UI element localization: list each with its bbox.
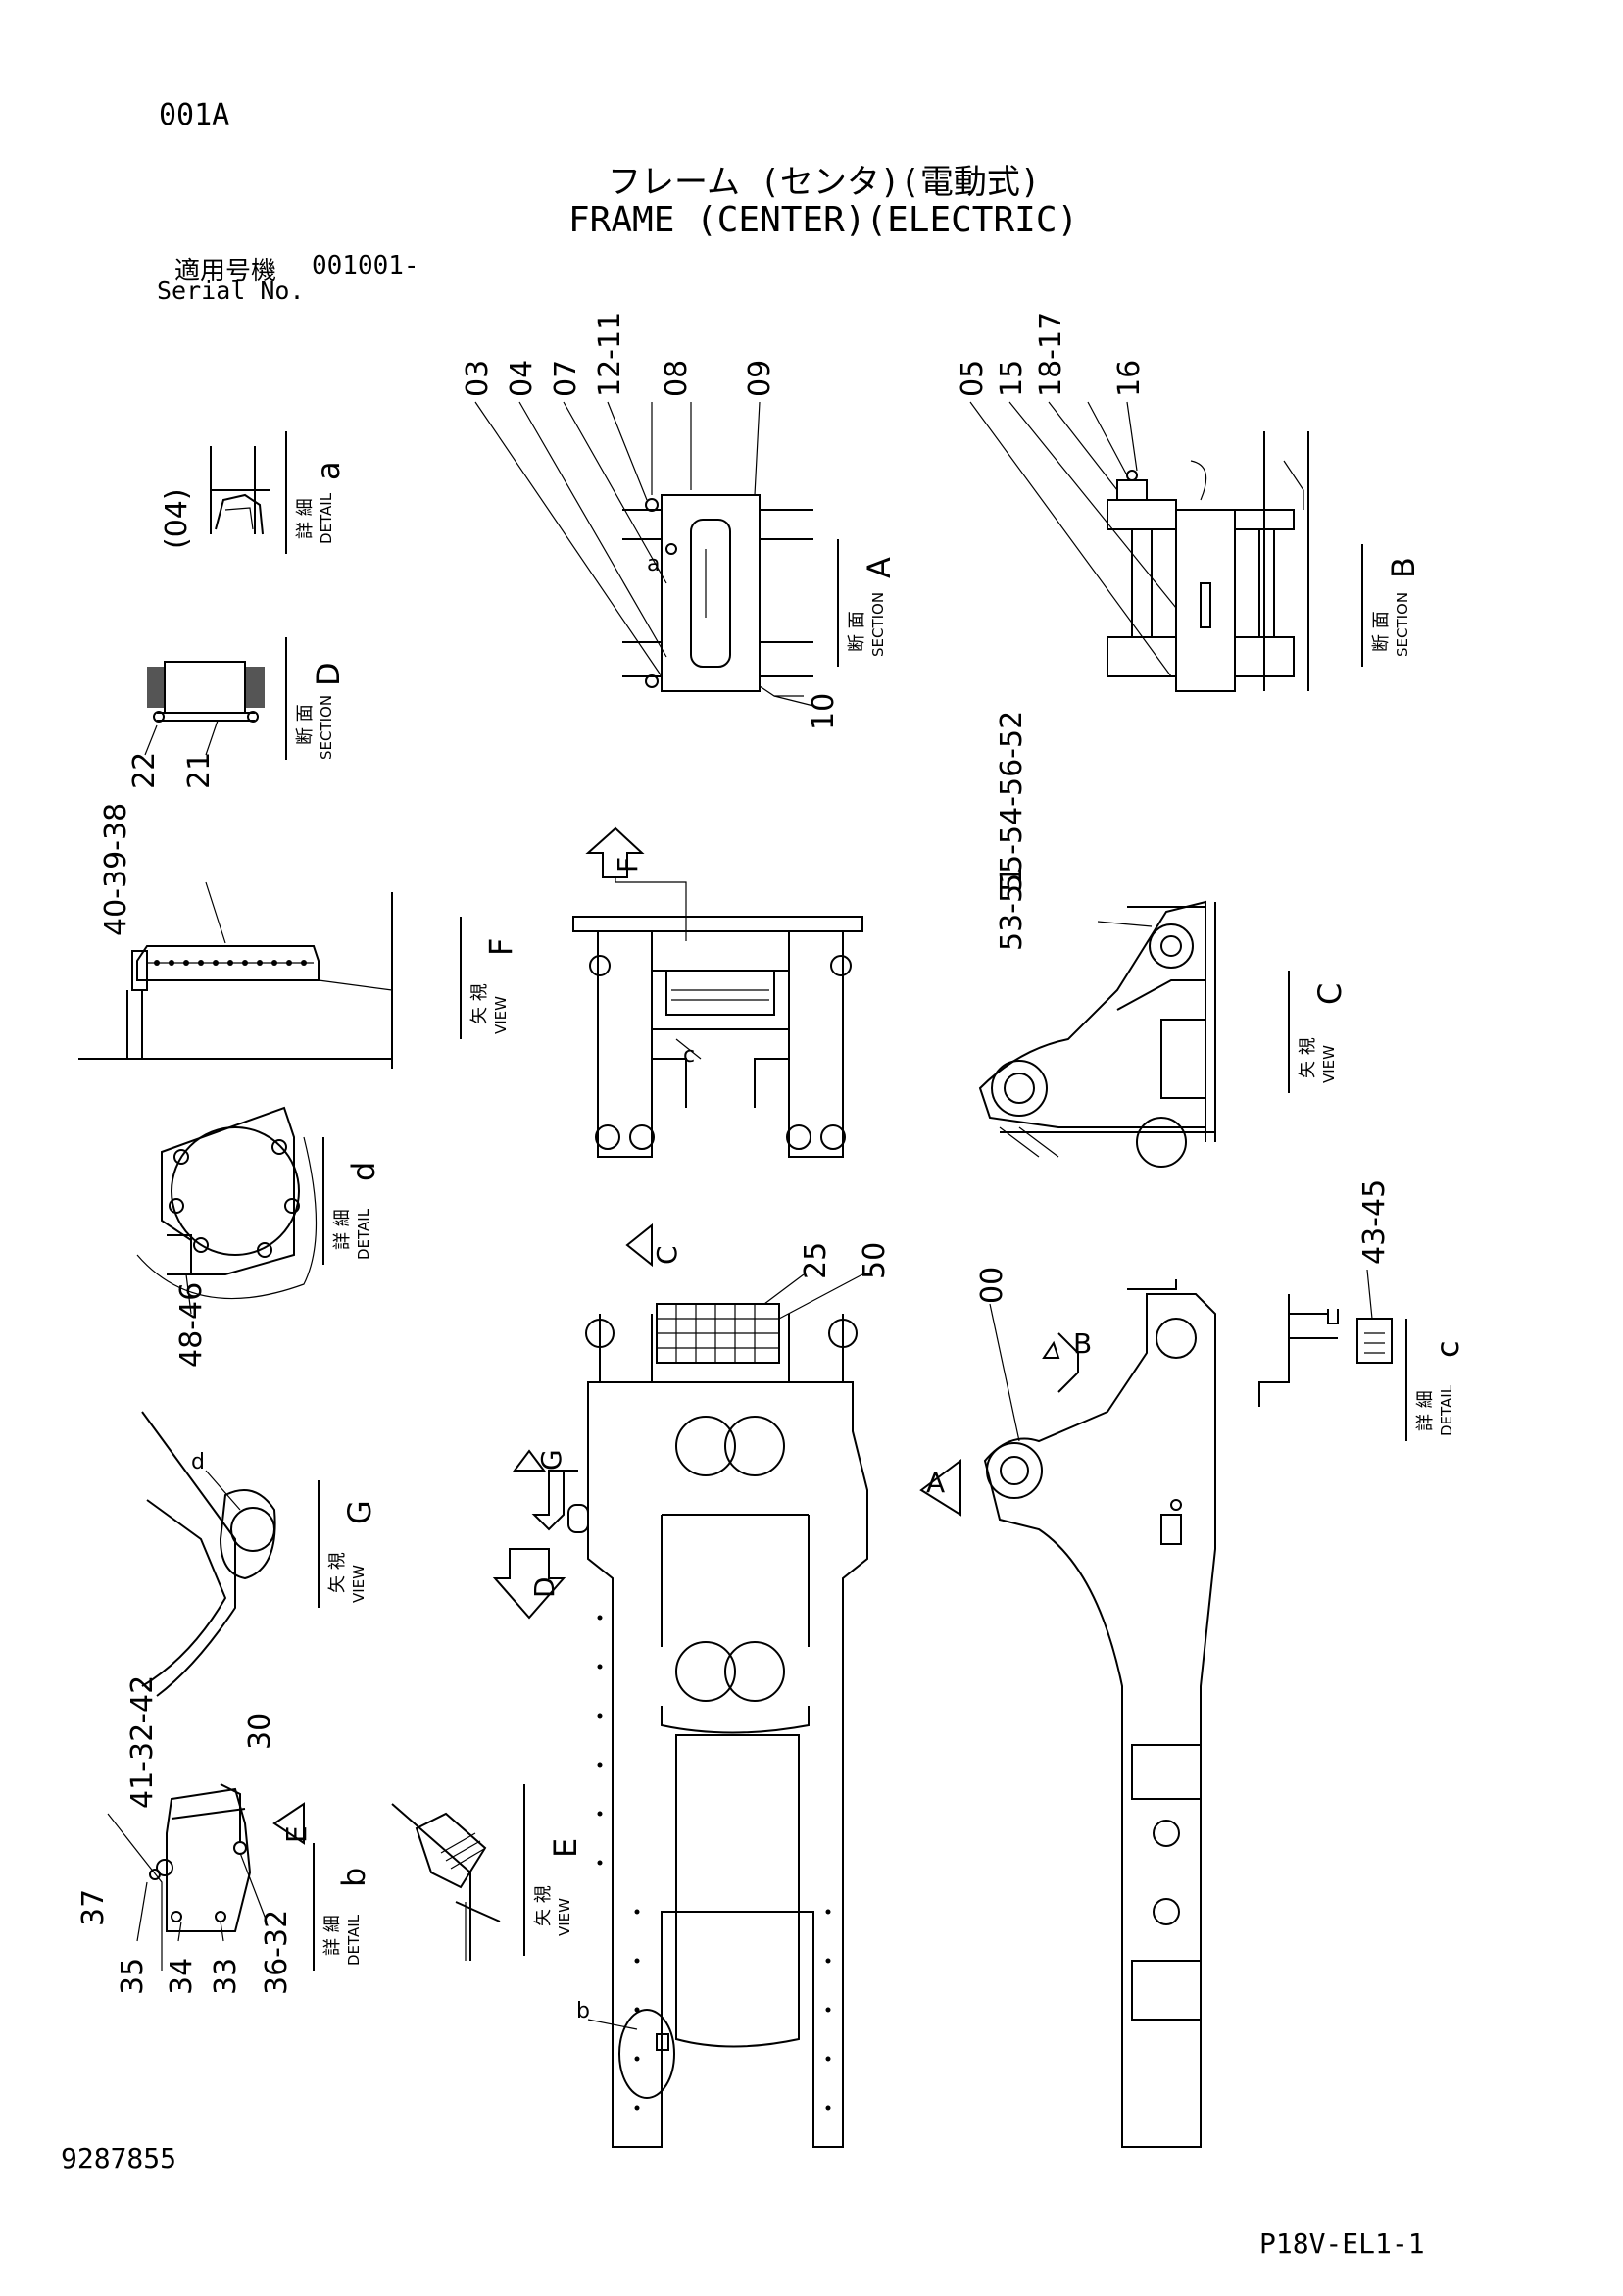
serial-label-english: Serial No. bbox=[157, 276, 305, 305]
view-kanji: 断 面 bbox=[295, 704, 316, 745]
view-g: d 矢 視 VIEW G bbox=[141, 1411, 378, 1697]
view-kanji: 断 面 bbox=[1371, 611, 1392, 652]
view-kanji: 詳 細 bbox=[322, 1915, 343, 1956]
section-b: 05 15 18-17 16 断 面 SECTION B bbox=[956, 312, 1422, 692]
callout-label: 03 bbox=[461, 360, 495, 397]
callout-label: 21 bbox=[182, 752, 217, 789]
detail-c: 43-45 詳 細 DETAIL c bbox=[1258, 1179, 1466, 1441]
view-kanji: 矢 視 bbox=[1298, 1037, 1318, 1078]
view-type: DETAIL bbox=[355, 1208, 372, 1260]
view-letter: G bbox=[341, 1500, 378, 1524]
view-marker: b bbox=[576, 1999, 590, 2023]
callout-label: (04) bbox=[160, 488, 194, 549]
view-type: DETAIL bbox=[318, 492, 335, 544]
view-kanji: 矢 視 bbox=[469, 983, 490, 1024]
callout-label: 40-39-38 bbox=[99, 803, 133, 936]
view-type: VIEW bbox=[492, 996, 510, 1034]
plan-view: C 25 50 G D b bbox=[492, 1223, 892, 2148]
arrow-letter: F bbox=[612, 857, 644, 873]
view-type: SECTION bbox=[1394, 592, 1411, 657]
view-type: VIEW bbox=[1320, 1045, 1338, 1083]
view-type: DETAIL bbox=[1438, 1384, 1455, 1436]
side-view: B A 00 bbox=[919, 1267, 1216, 2148]
view-c: 55-54-56-52 53-51 矢 視 VIEW C bbox=[978, 711, 1349, 1168]
arrow-letter: B bbox=[1073, 1327, 1092, 1360]
view-kanji: 詳 細 bbox=[1415, 1390, 1436, 1431]
view-type: SECTION bbox=[869, 592, 887, 657]
callout-label: 00 bbox=[975, 1267, 1009, 1304]
callout-label: 25 bbox=[799, 1242, 833, 1279]
callout-label: 35 bbox=[116, 1958, 150, 1995]
callout-label: 08 bbox=[660, 360, 694, 397]
view-kanji: 詳 細 bbox=[332, 1209, 353, 1250]
arrow-letter: D bbox=[528, 1576, 561, 1598]
callout-label: 41-32-42 bbox=[125, 1675, 160, 1809]
detail-d: 48-46 詳 細 DETAIL d bbox=[136, 1106, 382, 1368]
view-kanji: 詳 細 bbox=[295, 498, 316, 539]
callout-label: 12-11 bbox=[593, 312, 627, 397]
callout-label: 37 bbox=[76, 1889, 111, 1926]
arrow-letter: G bbox=[535, 1449, 567, 1471]
view-letter: a bbox=[310, 461, 347, 480]
serial-value: 001001- bbox=[312, 251, 419, 280]
view-type: SECTION bbox=[318, 695, 335, 760]
view-letter: F bbox=[482, 938, 519, 956]
arrow-letter: E bbox=[280, 1825, 313, 1843]
callout-label: 09 bbox=[743, 360, 777, 397]
view-letter: C bbox=[1311, 983, 1349, 1005]
section-d: 22 21 断 面 SECTION D bbox=[127, 637, 347, 789]
callout-label: 48-46 bbox=[174, 1282, 209, 1368]
view-letter: b bbox=[335, 1868, 372, 1887]
view-letter: A bbox=[861, 557, 898, 578]
view-letter: D bbox=[310, 662, 347, 686]
view-letter: B bbox=[1385, 557, 1422, 578]
section-a: 03 04 07 12-11 08 09 10 a 断 面 SECTION A bbox=[461, 312, 898, 730]
section-marker: a bbox=[647, 552, 660, 576]
callout-label: 15 bbox=[995, 360, 1029, 397]
view-kanji: 矢 視 bbox=[327, 1552, 348, 1593]
callout-label: 53-51 bbox=[995, 866, 1029, 951]
callout-label: 50 bbox=[858, 1242, 892, 1279]
sheet-id: P18V-EL1-1 bbox=[1259, 2227, 1425, 2260]
view-marker: c bbox=[683, 1043, 695, 1068]
callout-label: 36-32 bbox=[260, 1910, 294, 1995]
callout-label: 16 bbox=[1112, 360, 1147, 397]
view-marker: d bbox=[191, 1450, 205, 1474]
main-view-top: F c bbox=[572, 826, 863, 1158]
serial-label-japanese: 適用号機 bbox=[174, 257, 277, 286]
callout-label: 10 bbox=[807, 693, 841, 730]
detail-b: E 41-32-42 30 37 35 34 33 36-32 詳 細 DETA… bbox=[76, 1675, 372, 1995]
callout-label: 22 bbox=[127, 752, 162, 789]
detail-a: (04) 詳 細 DETAIL a bbox=[160, 431, 347, 554]
callout-label: 43-45 bbox=[1357, 1179, 1392, 1265]
arrow-letter: A bbox=[926, 1467, 945, 1499]
callout-label: 07 bbox=[549, 360, 583, 397]
view-e: 矢 視 VIEW E bbox=[391, 1784, 584, 1961]
view-letter: E bbox=[547, 1838, 584, 1858]
callout-label: 05 bbox=[956, 360, 990, 397]
callout-label: 30 bbox=[243, 1713, 277, 1750]
view-letter: d bbox=[345, 1162, 382, 1181]
arrow-letter: C bbox=[651, 1245, 683, 1265]
view-kanji: 矢 視 bbox=[533, 1885, 554, 1926]
view-type: DETAIL bbox=[345, 1914, 363, 1966]
view-letter: c bbox=[1429, 1340, 1466, 1358]
title-english: FRAME (CENTER)(ELECTRIC) bbox=[568, 200, 1079, 240]
view-f: 40-39-38 矢 視 VIEW F bbox=[78, 803, 519, 1069]
callout-label: 18-17 bbox=[1034, 312, 1068, 397]
page-code: 001A bbox=[159, 98, 230, 132]
view-type: VIEW bbox=[556, 1898, 573, 1936]
view-kanji: 断 面 bbox=[847, 611, 867, 652]
title-japanese: フレーム (センタ)(電動式) bbox=[608, 163, 1041, 202]
view-type: VIEW bbox=[350, 1565, 368, 1603]
callout-label: 04 bbox=[505, 360, 539, 397]
document-number: 9287855 bbox=[61, 2142, 177, 2174]
callout-label: 55-54-56-52 bbox=[995, 711, 1029, 892]
callout-label: 33 bbox=[209, 1958, 243, 1995]
callout-label: 34 bbox=[165, 1958, 199, 1995]
